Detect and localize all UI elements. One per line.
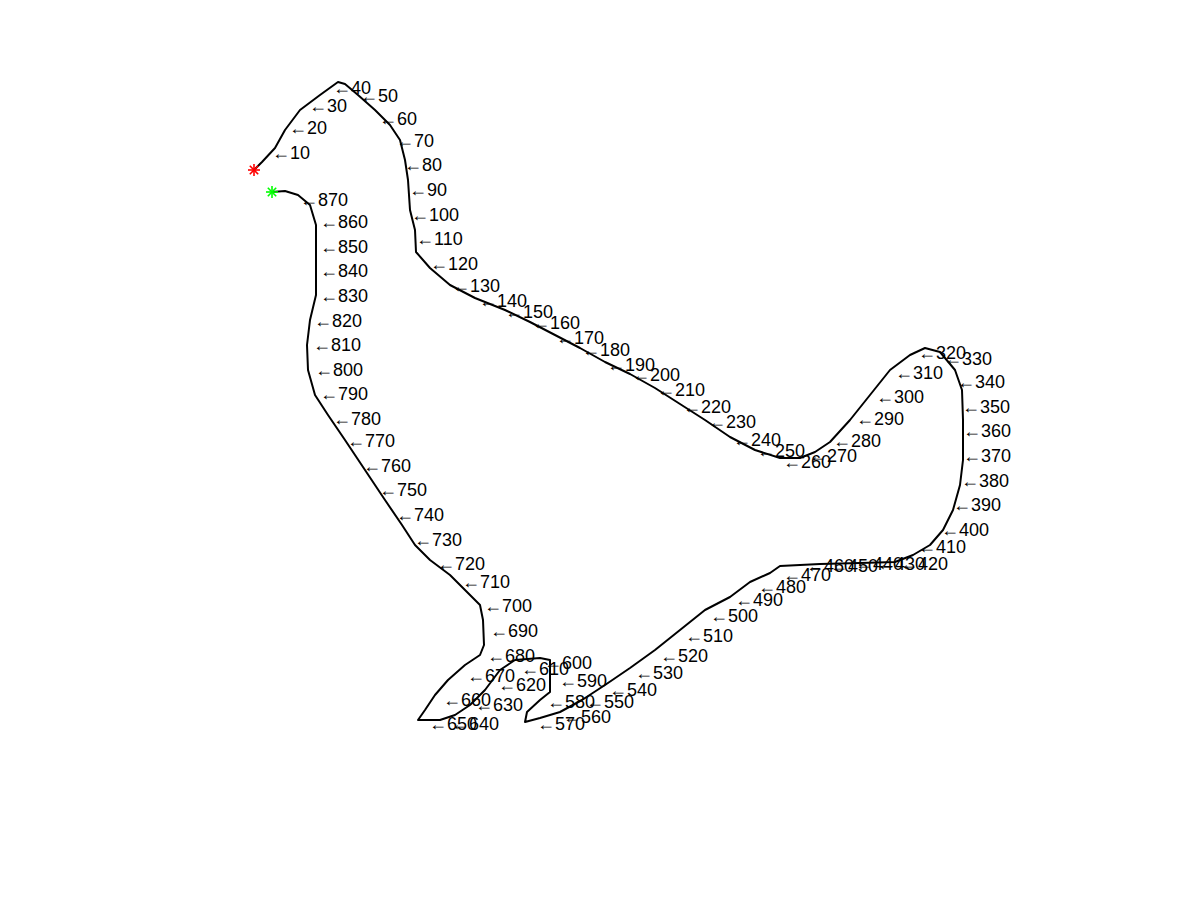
- callout-number: ←530: [635, 664, 684, 682]
- callout-number: ←850: [320, 238, 369, 256]
- callout-number: ←840: [320, 262, 369, 280]
- traced-contour: [254, 82, 963, 722]
- callout-number: ←410: [918, 538, 967, 556]
- callout-number: ←210: [657, 381, 706, 399]
- callout-number: ←280: [833, 432, 882, 450]
- callout-number: ←870: [300, 191, 349, 209]
- callout-number: ←60: [379, 110, 418, 128]
- callout-number: ←310: [895, 364, 944, 382]
- callout-number: ←510: [685, 627, 734, 645]
- callout-number: ←230: [708, 413, 757, 431]
- callout-number: ←50: [360, 87, 399, 105]
- callout-number: ←670: [467, 667, 516, 685]
- callout-number: ←90: [409, 181, 448, 199]
- callout-number: ←810: [313, 336, 362, 354]
- callout-number: ←400: [941, 521, 990, 539]
- callout-number: ←680: [487, 647, 536, 665]
- start-marker: [248, 164, 260, 176]
- callout-number: ←820: [314, 312, 363, 330]
- callout-number: ←790: [320, 385, 369, 403]
- callout-number: ←520: [660, 647, 709, 665]
- callout-number: ←770: [347, 432, 396, 450]
- callout-number: ←710: [462, 573, 511, 591]
- start-marker-stroke: [250, 166, 258, 174]
- start-marker-stroke: [250, 166, 258, 174]
- callout-number: ←70: [396, 132, 435, 150]
- callout-number: ←690: [490, 622, 539, 640]
- callout-number: ←110: [416, 230, 464, 248]
- callout-number: ←370: [963, 447, 1012, 465]
- callout-number: ←350: [962, 398, 1011, 416]
- callout-number: ←80: [404, 156, 443, 174]
- callout-number: ←760: [363, 457, 412, 475]
- callout-number: ←750: [379, 481, 428, 499]
- callout-number: ←780: [333, 410, 382, 428]
- callout-number: ←650: [429, 715, 478, 733]
- callout-number: ←300: [876, 388, 925, 406]
- callout-number: ←340: [957, 373, 1006, 391]
- callout-number: ←500: [710, 607, 759, 625]
- callout-number: ←730: [414, 531, 463, 549]
- callout-number: ←10: [272, 144, 311, 162]
- callout-number: ←390: [953, 496, 1002, 514]
- callout-number: ←700: [484, 597, 533, 615]
- callout-number: ←290: [856, 410, 905, 428]
- callout-number: ←740: [396, 506, 445, 524]
- callout-number: ←100: [411, 206, 460, 224]
- callout-number: ←860: [320, 213, 369, 231]
- callout-number: ←360: [963, 422, 1012, 440]
- end-marker-stroke: [268, 188, 276, 196]
- callout-number: ←20: [289, 119, 328, 137]
- callout-number: ←830: [320, 287, 369, 305]
- end-marker: [266, 186, 278, 198]
- callout-number: ←120: [430, 255, 479, 273]
- end-marker-stroke: [268, 188, 276, 196]
- callout-number: ←30: [309, 97, 348, 115]
- callout-number: ←330: [944, 350, 993, 368]
- callout-number: ←580: [547, 693, 596, 711]
- callout-number: ←660: [443, 691, 492, 709]
- callout-number: ←570: [537, 715, 586, 733]
- callout-number: ←800: [315, 361, 364, 379]
- callout-number: ←380: [961, 472, 1010, 490]
- callout-number: ←720: [437, 555, 486, 573]
